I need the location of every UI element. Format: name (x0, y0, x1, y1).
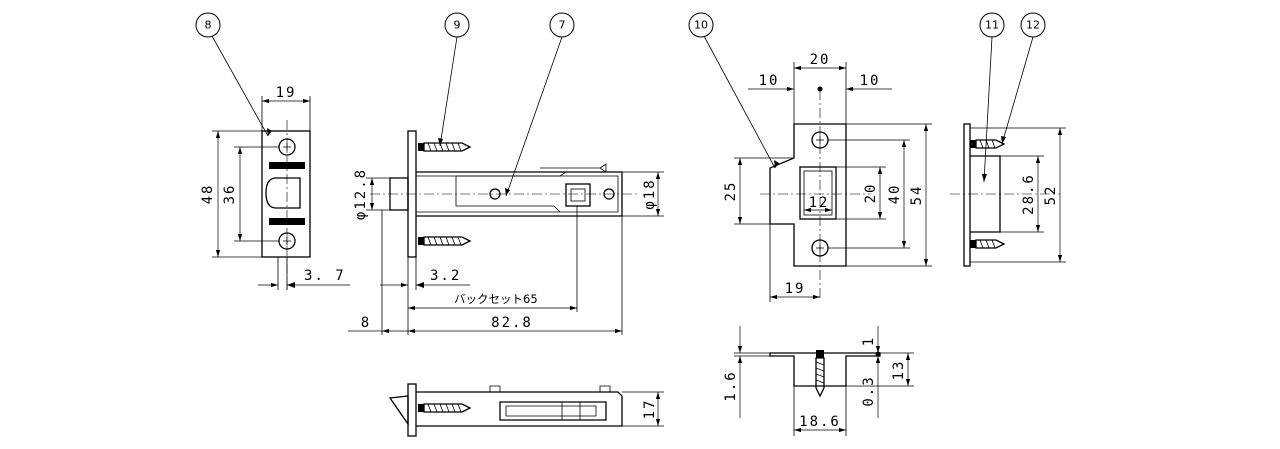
front-plate-view: 19 48 36 3. 7 (200, 85, 350, 290)
latch-side-plate (407, 383, 417, 437)
dim-section-width: 18.6 (799, 414, 841, 430)
dim-plate-height: 48 (200, 184, 216, 205)
screw-cross-top (283, 143, 291, 151)
dim-strike-bottom: 19 (785, 281, 806, 297)
balloon-11: 11 (979, 12, 1005, 38)
dim-total-length: 82.8 (491, 315, 533, 331)
dim-opening-width: 12 (809, 195, 830, 211)
svg-text:11: 11 (985, 19, 999, 32)
dim-section-top: 1 (861, 336, 877, 346)
strike-plate-view: 20 10 10 54 40 20 12 25 19 (723, 52, 932, 302)
latch-bolt-bevel (388, 395, 409, 427)
dim-strike-left: 10 (759, 73, 780, 89)
part-balloons: 8 9 7 10 11 12 (195, 12, 1046, 38)
dim-strike-height: 54 (909, 185, 925, 206)
wood-screw-bottom (418, 236, 472, 246)
dim-strike-pitch: 40 (887, 184, 903, 205)
dim-hole-pitch: 36 (222, 184, 238, 205)
strike-screw-top (970, 139, 1006, 149)
latch-opening (265, 177, 301, 209)
wood-screw-top (418, 142, 472, 152)
dim-strike-width: 20 (810, 52, 831, 68)
strike-opening (799, 166, 837, 220)
logo-bottom (269, 218, 305, 225)
latch-follower (565, 183, 591, 207)
strike-section-screw (815, 350, 825, 398)
svg-text:7: 7 (559, 19, 566, 32)
svg-text:12: 12 (1026, 19, 1040, 32)
strike-screw-bottom (970, 239, 1006, 249)
balloon-8: 8 (195, 12, 221, 38)
latch-side-view: 17 (388, 383, 664, 437)
dim-body-dia: φ18 (642, 178, 658, 209)
strike-outline (769, 123, 847, 267)
svg-text:9: 9 (454, 19, 461, 32)
dim-strike-side-inner: 28.6 (1021, 173, 1037, 215)
latch-body-view: φ12.8 φ18 3.2 バックセット65 8 82.8 (348, 130, 664, 335)
dim-lip-height: 25 (723, 181, 739, 202)
dim-opening-height: 20 (863, 183, 879, 204)
balloon-10: 10 (688, 12, 714, 38)
dim-section-thickness: 1.6 (723, 370, 739, 401)
dim-center-offset: 3. 7 (304, 268, 346, 284)
strike-section-view: 1.6 1 0.3 13 18.6 (723, 326, 914, 436)
strike-side-plate (963, 123, 971, 267)
dim-section-depth: 13 (891, 360, 907, 381)
strike-side-view: 52 28.6 (950, 123, 1066, 267)
balloon-7: 7 (549, 12, 575, 38)
screw-cross-bottom (283, 237, 291, 245)
front-plate-outline (261, 130, 311, 258)
wood-screw-side (418, 403, 472, 413)
svg-text:10: 10 (694, 19, 708, 32)
dim-plate-width: 19 (276, 85, 297, 101)
dim-strike-right: 10 (860, 73, 881, 89)
logo-top (269, 162, 305, 169)
dim-plate-gap: 3.2 (430, 268, 461, 284)
svg-text:8: 8 (205, 19, 212, 32)
balloon-12: 12 (1020, 12, 1046, 38)
leader-lines (211, 35, 1034, 197)
latch-side-case (416, 391, 623, 427)
dim-front-offset: 8 (361, 315, 371, 331)
dim-backset: バックセット65 (454, 292, 538, 306)
dim-side-height: 17 (642, 399, 658, 420)
dim-strike-side-height: 52 (1043, 185, 1059, 206)
balloon-9: 9 (444, 12, 470, 38)
dim-shaft-dia: φ12.8 (353, 168, 369, 220)
dim-section-gap: 0.3 (861, 375, 877, 406)
